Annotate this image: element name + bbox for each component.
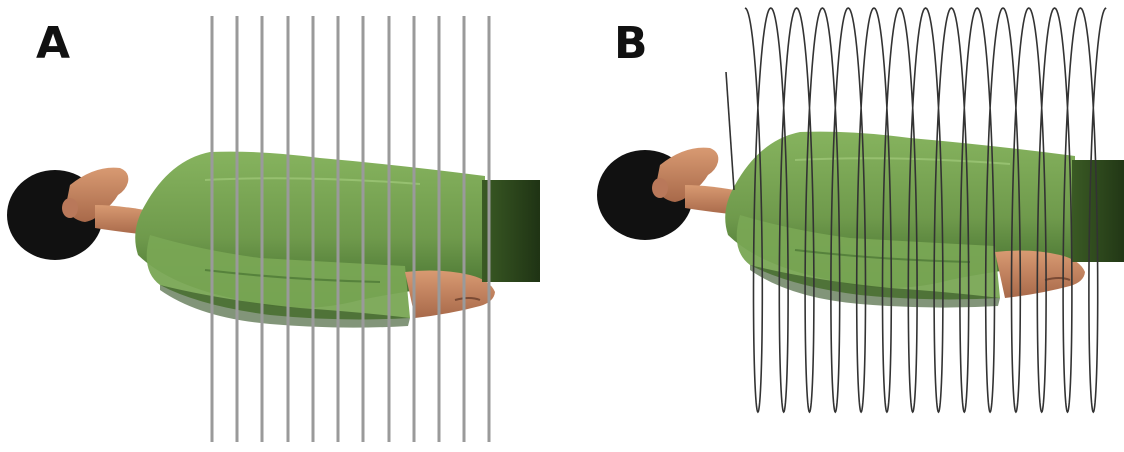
panel-a-figure	[7, 16, 540, 442]
panel-label-a: A	[36, 22, 70, 66]
panel-label-b: B	[614, 22, 648, 66]
helix-lead-line	[726, 72, 734, 190]
panel-b-figure	[597, 8, 1124, 412]
